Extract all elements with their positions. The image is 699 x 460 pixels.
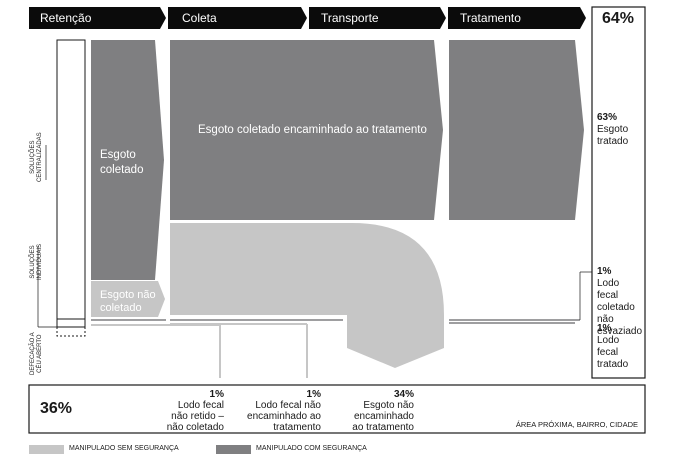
stage-retencao-label: Retenção xyxy=(40,11,92,25)
label-esgoto-nao-encaminhado: 34%Esgoto não encaminhado ao tratamento xyxy=(352,389,414,433)
stage-tratamento-label: Tratamento xyxy=(460,11,521,25)
stage-coleta-arrow xyxy=(168,7,307,29)
label-encaminhado: Esgoto coletado encaminhado ao tratament… xyxy=(198,124,427,136)
right-total-box xyxy=(591,6,646,379)
label-lodo-tratado: 1%Lodo fecal tratado xyxy=(597,323,629,370)
label-lodo-nao-encaminhado: 1%Lodo fecal não encaminhado ao tratamen… xyxy=(247,389,321,433)
stage-transporte-arrow xyxy=(309,7,446,29)
stage-tratamento-arrow xyxy=(448,7,586,29)
bottom-total: 36% xyxy=(40,400,73,417)
label-lodo-nao-esvaziado: 1%Lodo fecal coletado não esvaziado xyxy=(597,266,643,337)
stage-transporte-label: Transporte xyxy=(321,11,379,25)
stage-coleta-label: Coleta xyxy=(182,11,217,25)
label-lodo-nao-retido: 1%Lodo fecal não retido – não coletado xyxy=(166,389,224,433)
retention-column xyxy=(56,39,86,320)
flow-tratamento xyxy=(449,40,584,220)
label-esgoto-coletado: Esgoto coletado xyxy=(100,149,144,176)
stage-retencao-arrow xyxy=(29,7,166,29)
flow-encaminhado xyxy=(170,40,443,220)
flow-nao-encaminhado xyxy=(170,223,444,368)
legend-safe-swatch xyxy=(216,445,251,454)
flow-esgoto-coletado xyxy=(91,40,164,280)
top-total: 64% xyxy=(602,10,635,27)
flow-esgoto-nao-coletado xyxy=(91,281,165,317)
retention-cell-open xyxy=(56,326,86,337)
label-tratado: 63%Esgoto tratado xyxy=(597,112,629,147)
retention-cell-individual xyxy=(56,318,86,328)
legend-safe-label: MANIPULADO COM SEGURANÇA xyxy=(256,445,367,452)
legend-unsafe-label: MANIPULADO SEM SEGURANÇA xyxy=(69,445,179,452)
label-esgoto-nao-coletado: Esgoto não coletado xyxy=(100,289,156,314)
label-area: ÁREA PRÓXIMA, BAIRRO, CIDADE xyxy=(515,420,638,429)
bottom-total-box xyxy=(28,384,646,434)
legend-unsafe-swatch xyxy=(29,445,64,454)
